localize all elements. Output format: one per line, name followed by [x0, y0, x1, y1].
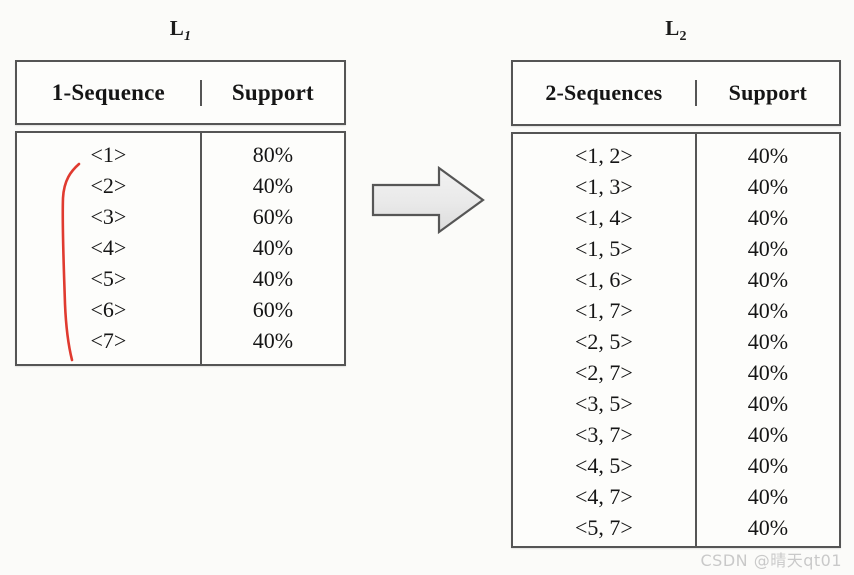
- table-row: 40%: [747, 360, 789, 385]
- table-row: 60%: [252, 204, 294, 229]
- table-row: 40%: [747, 236, 789, 261]
- table-row: 40%: [252, 173, 294, 198]
- table-l1-caption-subscript: 1: [184, 29, 192, 45]
- table-row: <2, 7>: [574, 360, 633, 385]
- table-row: <1>: [90, 142, 127, 167]
- table-row: <1, 3>: [574, 174, 633, 199]
- table-row: <2>: [90, 173, 127, 198]
- table-l1-column-support: 80% 40% 60% 40% 40% 60% 40%: [202, 133, 344, 364]
- table-row: 40%: [747, 143, 789, 168]
- table-row: 40%: [252, 266, 294, 291]
- table-row: <3>: [90, 204, 127, 229]
- table-row: 40%: [747, 298, 789, 323]
- table-row: 40%: [747, 422, 789, 447]
- table-row: <5, 7>: [574, 515, 633, 540]
- table-l1-caption: L1: [15, 18, 346, 44]
- table-l2: L2 2-Sequences Support <1, 2> <1, 3> <1,…: [511, 18, 841, 550]
- right-arrow-icon: [371, 165, 485, 235]
- table-row: 40%: [747, 453, 789, 478]
- table-row: 40%: [747, 391, 789, 416]
- table-l2-header-cell-support: Support: [728, 80, 808, 105]
- table-row: <7>: [90, 328, 127, 353]
- table-row: <3, 5>: [574, 391, 633, 416]
- table-row: 80%: [252, 142, 294, 167]
- table-row: 40%: [747, 515, 789, 540]
- table-row: <6>: [90, 297, 127, 322]
- table-row: 40%: [747, 174, 789, 199]
- table-row: 40%: [252, 328, 294, 353]
- table-l2-caption-subscript: 2: [679, 29, 687, 45]
- table-l1-caption-base: L: [169, 16, 184, 40]
- table-l2-caption: L2: [511, 18, 841, 44]
- watermark: CSDN @晴天qt01: [700, 551, 842, 570]
- table-l1-column-sequence: <1> <2> <3> <4> <5> <6> <7>: [17, 133, 202, 364]
- table-row: <5>: [90, 266, 127, 291]
- table-l1-body: <1> <2> <3> <4> <5> <6> <7> 80% 40% 60% …: [15, 131, 346, 366]
- table-row: <1, 2>: [574, 143, 633, 168]
- table-l2-header-cell-sequences: 2-Sequences: [513, 80, 697, 106]
- table-l1: L1 1-Sequence Support <1> <2> <3> <4> <5…: [15, 18, 346, 368]
- table-row: 40%: [252, 235, 294, 260]
- table-row: <4, 7>: [574, 484, 633, 509]
- table-row: <1, 6>: [574, 267, 633, 292]
- table-row: <4, 5>: [574, 453, 633, 478]
- table-row: <1, 4>: [574, 205, 633, 230]
- table-row: <1, 7>: [574, 298, 633, 323]
- table-l2-column-support: 40% 40% 40% 40% 40% 40% 40% 40% 40% 40% …: [697, 134, 839, 546]
- table-l2-caption-base: L: [665, 16, 680, 40]
- table-row: 40%: [747, 267, 789, 292]
- table-l2-header-row: 2-Sequences Support: [511, 60, 841, 126]
- table-row: 60%: [252, 297, 294, 322]
- table-row: <4>: [90, 235, 127, 260]
- table-l1-header-cell-support: Support: [231, 79, 314, 105]
- table-l2-body: <1, 2> <1, 3> <1, 4> <1, 5> <1, 6> <1, 7…: [511, 132, 841, 548]
- table-row: <1, 5>: [574, 236, 633, 261]
- table-l1-header-row: 1-Sequence Support: [15, 60, 346, 125]
- table-row: 40%: [747, 329, 789, 354]
- table-row: 40%: [747, 205, 789, 230]
- table-row: <3, 7>: [574, 422, 633, 447]
- table-l2-column-sequences: <1, 2> <1, 3> <1, 4> <1, 5> <1, 6> <1, 7…: [513, 134, 697, 546]
- table-row: <2, 5>: [574, 329, 633, 354]
- table-row: 40%: [747, 484, 789, 509]
- table-l1-header-cell-sequence: 1-Sequence: [17, 79, 202, 106]
